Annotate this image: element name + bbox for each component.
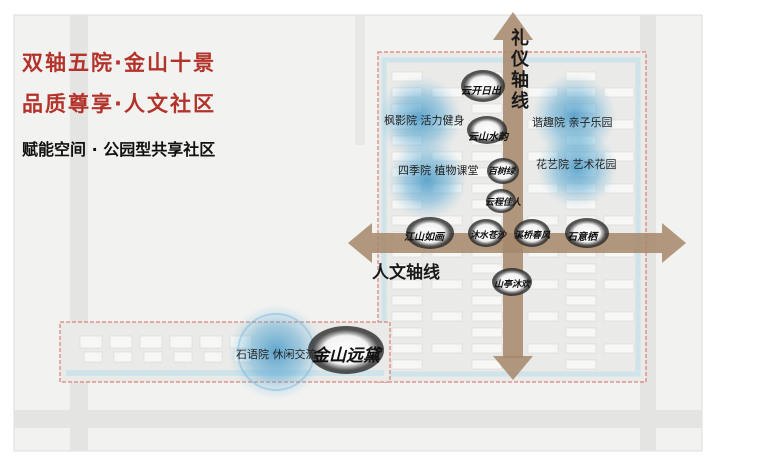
building-block <box>565 343 597 354</box>
building-block <box>203 351 223 363</box>
scene-label-2: 云山水韵 <box>468 132 508 143</box>
building-block <box>143 351 163 363</box>
building-block <box>527 279 559 290</box>
building-block <box>199 335 223 349</box>
building-block <box>431 279 463 290</box>
scene-label-7: 溪桥春风 <box>514 231 551 241</box>
building-block <box>431 311 463 322</box>
building-block <box>603 279 635 290</box>
courtyard-label-huayi: 花艺院 艺术花园 <box>536 158 617 171</box>
axis-char-2: 仪 <box>511 49 529 70</box>
scene-brush-circle <box>486 189 516 213</box>
glow-huayi <box>537 128 617 208</box>
scene-brush-circle <box>492 268 532 296</box>
building-block <box>391 359 423 370</box>
building-block <box>565 263 597 274</box>
building-block <box>79 335 103 349</box>
building-block <box>431 343 463 354</box>
glow-fengying <box>378 76 462 160</box>
building-block <box>391 311 423 322</box>
building-block <box>109 335 133 349</box>
building-block <box>471 103 503 114</box>
scene-brush-circle <box>468 219 504 247</box>
courtyard-label-fengying: 枫影院 活力健身 <box>384 114 465 127</box>
title-line-2: 品质尊享·人文社区 <box>22 92 216 116</box>
road-north <box>355 15 365 145</box>
building-block <box>169 335 193 349</box>
scene-brush-circle <box>308 326 384 374</box>
building-block <box>391 327 423 338</box>
building-block <box>471 263 503 274</box>
building-block <box>565 295 597 306</box>
building-block <box>113 351 133 363</box>
scene-brush-circle <box>406 217 454 249</box>
scene-label-6: 沐水苍沙 <box>470 231 507 241</box>
ceremonial-axis-label: 礼 仪 轴 线 <box>511 28 529 112</box>
building-block <box>565 327 597 338</box>
glow-siji <box>387 140 467 220</box>
building-block <box>83 351 103 363</box>
building-block <box>471 311 503 322</box>
road-west <box>70 15 88 451</box>
scene-label-1: 云开日出 <box>461 86 501 97</box>
building-block <box>527 343 559 354</box>
building-block <box>471 183 503 194</box>
scene-brush-circle <box>461 70 505 102</box>
scene-label-4: 云程佳人 <box>485 198 522 208</box>
building-block <box>139 335 163 349</box>
scene-label-8: 石意栖 <box>567 232 597 243</box>
scene-label-5: 江山如画 <box>404 232 444 243</box>
axis-char-1: 礼 <box>511 28 529 49</box>
building-block <box>471 151 503 162</box>
building-block <box>603 343 635 354</box>
cultural-axis-label: 人文轴线 <box>372 263 440 283</box>
courtyard-label-xiequ: 谐趣院 亲子乐园 <box>532 116 613 129</box>
scene-label-3: 百树绿 <box>488 167 516 177</box>
building-block <box>391 295 423 306</box>
building-block <box>603 215 635 226</box>
courtyard-label-siji: 四季院 植物课堂 <box>398 164 479 177</box>
building-block <box>173 351 193 363</box>
building-block <box>391 263 423 274</box>
title-line-1: 双轴五院·金山十景 <box>22 51 216 75</box>
courtyard-label-shiyu: 石语院 休闲交流 <box>236 348 317 361</box>
road-south <box>14 410 702 428</box>
building-block <box>471 327 503 338</box>
scene-brush-circle <box>487 158 519 184</box>
scene-brush-circles <box>308 70 609 374</box>
scene-label-9: 山亭沐欢 <box>494 280 531 290</box>
scene-brush-circle <box>565 218 609 248</box>
scene-brush-circle <box>467 116 507 144</box>
building-block <box>471 343 503 354</box>
building-block <box>565 359 597 370</box>
building-block <box>603 311 635 322</box>
building-block <box>565 279 597 290</box>
building-block <box>471 295 503 306</box>
axis-char-3: 轴 <box>511 70 529 91</box>
building-block <box>527 311 559 322</box>
building-block <box>391 279 423 290</box>
scene-brush-circle <box>514 219 550 247</box>
building-block <box>391 343 423 354</box>
glow-shiyu <box>228 304 324 400</box>
water-south <box>66 370 384 376</box>
title-line-3: 赋能空间 · 公园型共享社区 <box>22 140 216 159</box>
building-block <box>565 311 597 322</box>
scene-label-10: 金山远黛 <box>312 346 380 366</box>
axis-char-4: 线 <box>511 91 529 112</box>
